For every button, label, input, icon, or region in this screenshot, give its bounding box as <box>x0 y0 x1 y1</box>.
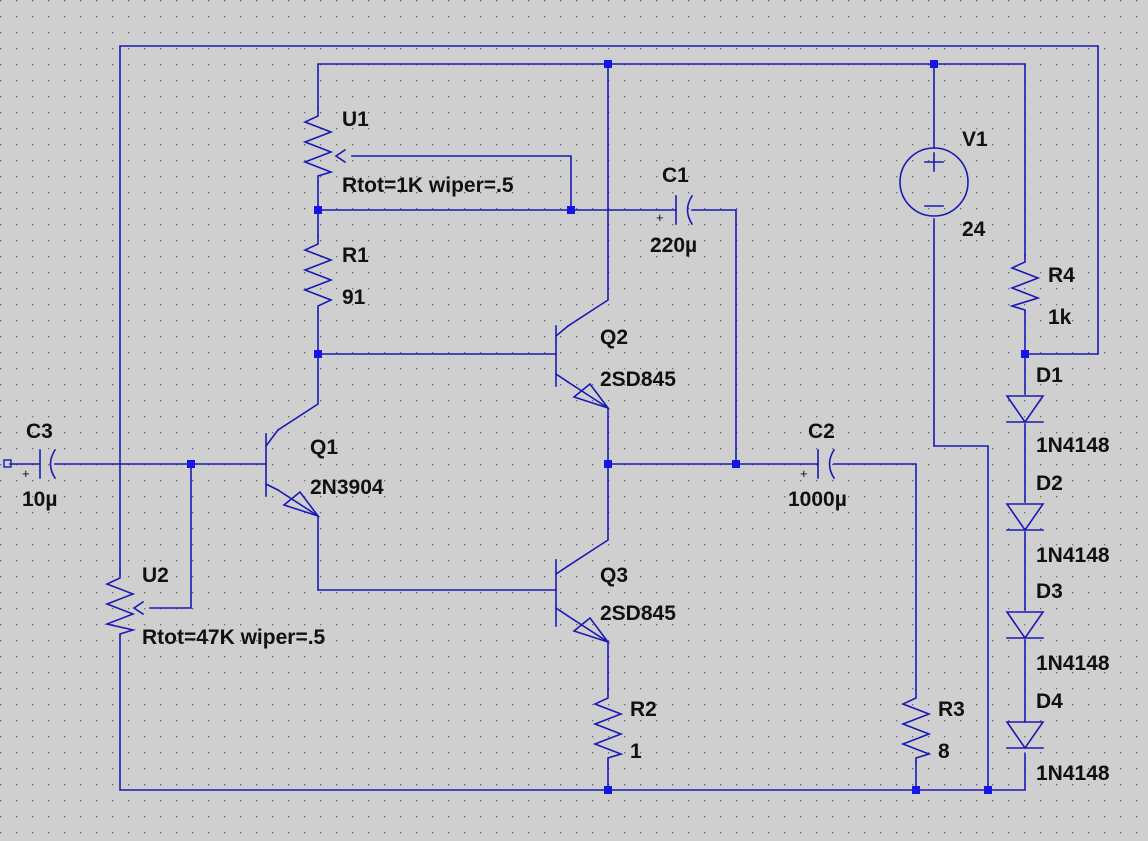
junction-dot <box>1021 350 1029 358</box>
d1-diode-symbol <box>1005 395 1045 424</box>
d1-ref-label: D1 <box>1036 364 1063 387</box>
q2-value-label: 2SD845 <box>600 368 676 391</box>
r3-resistor-symbol <box>900 689 932 763</box>
junction-dot <box>604 460 612 468</box>
c1-plus-mark: + <box>656 210 664 225</box>
junction-dot <box>930 60 938 68</box>
u2-resistor-symbol <box>104 569 137 637</box>
wire-c2-right <box>833 463 917 691</box>
c2-capacitor-symbol <box>817 448 836 480</box>
c2-plus-mark: + <box>800 466 808 481</box>
r2-resistor-symbol <box>592 689 624 763</box>
c2-ref-label: C2 <box>808 420 835 443</box>
r1-value-label: 91 <box>342 286 366 309</box>
u1-resistor-symbol <box>302 107 334 183</box>
wire-q1-emitter <box>276 488 557 591</box>
q1-transistor-symbol <box>264 428 321 518</box>
c3-capacitor-symbol <box>39 448 57 480</box>
d3-value-label: 1N4148 <box>1036 652 1110 675</box>
d2-ref-label: D2 <box>1036 472 1063 495</box>
wire-r1-bottom <box>276 311 319 432</box>
r3-value-label: 8 <box>938 740 950 763</box>
u1-ref-label: U1 <box>342 108 369 131</box>
wire-top-rail <box>317 63 1026 256</box>
d4-value-label: 1N4148 <box>1036 762 1110 785</box>
r1-ref-label: R1 <box>342 244 369 267</box>
q3-transistor-symbol <box>554 559 611 644</box>
r4-ref-label: R4 <box>1048 264 1075 287</box>
wire-c1-right <box>691 209 737 465</box>
d2-diode-symbol <box>1005 503 1045 532</box>
r4-value-label: 1k <box>1048 306 1072 329</box>
q1-ref-label: Q1 <box>310 436 338 459</box>
q3-ref-label: Q3 <box>600 564 628 587</box>
v1-source-symbol <box>899 147 969 217</box>
c1-capacitor-symbol <box>675 194 694 226</box>
junction-dot <box>567 206 575 214</box>
u2-ref-label: U2 <box>142 564 169 587</box>
d4-diode-symbol <box>1005 721 1045 750</box>
c3-value-label: 10µ <box>22 488 57 511</box>
wire-outer-loop <box>119 45 1099 571</box>
junction-dot <box>314 206 322 214</box>
c2-value-label: 1000µ <box>788 488 847 511</box>
r2-value-label: 1 <box>630 740 642 763</box>
r4-resistor-symbol <box>1009 254 1041 313</box>
d4-ref-label: D4 <box>1036 690 1063 713</box>
junction-dot <box>912 786 920 794</box>
q2-ref-label: Q2 <box>600 326 628 349</box>
junction-dot <box>187 460 195 468</box>
input-port-icon <box>3 459 12 468</box>
wire-q2-emitter <box>566 380 609 568</box>
wire-u1-wiper <box>351 155 572 211</box>
d3-ref-label: D3 <box>1036 580 1063 603</box>
wires <box>9 45 1099 791</box>
junctions <box>187 60 1029 794</box>
d2-value-label: 1N4148 <box>1036 544 1110 567</box>
u2-value-label: Rtot=47K wiper=.5 <box>142 626 326 649</box>
r1-resistor-symbol <box>302 235 334 313</box>
q2-transistor-symbol <box>554 324 611 410</box>
u2-wiper-arrow <box>132 600 145 616</box>
u1-wiper-arrow <box>334 148 347 164</box>
d1-value-label: 1N4148 <box>1036 434 1110 457</box>
wire-u2-wiper <box>149 463 192 609</box>
c1-ref-label: C1 <box>662 164 689 187</box>
v1-value-label: 24 <box>962 218 986 241</box>
q1-value-label: 2N3904 <box>310 476 384 499</box>
wire-q2-collector <box>566 63 609 328</box>
u1-value-label: Rtot=1K wiper=.5 <box>342 174 514 197</box>
r2-ref-label: R2 <box>630 698 657 721</box>
v1-ref-label: V1 <box>962 128 988 151</box>
junction-dot <box>984 786 992 794</box>
junction-dot <box>604 786 612 794</box>
c3-ref-label: C3 <box>26 420 53 443</box>
junction-dot <box>732 460 740 468</box>
d3-diode-symbol <box>1005 611 1045 640</box>
c3-plus-mark: + <box>22 466 30 481</box>
junction-dot <box>314 350 322 358</box>
q3-value-label: 2SD845 <box>600 602 676 625</box>
c1-value-label: 220µ <box>650 234 697 257</box>
junction-dot <box>604 60 612 68</box>
wire-ground-rail <box>119 635 1026 791</box>
r3-ref-label: R3 <box>938 698 965 721</box>
wire-v1-bottom <box>933 218 989 791</box>
